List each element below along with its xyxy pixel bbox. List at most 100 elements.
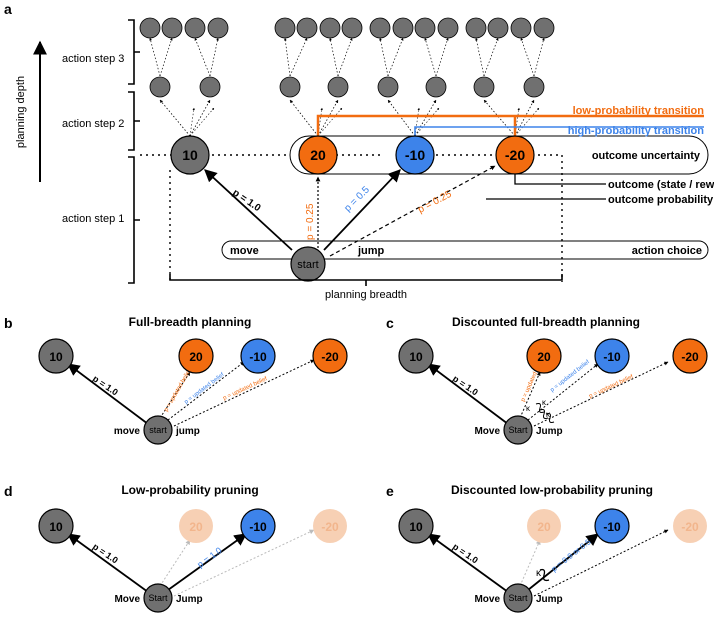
panel-b-title: Full-breadth planning [129,315,252,329]
tree-link-step3 [209,37,219,77]
panel-d-node-minus20-label: -20 [321,520,339,534]
panel-b-jump: jump [175,426,200,437]
panel-e-node-20-label: 20 [537,520,551,534]
panel-e-node-20 [527,509,561,543]
panel-c: c Discounted full-breadth planning κ κ κ… [386,315,708,445]
panel-d-node-20 [179,509,213,543]
tree-link-step2 [387,99,416,137]
panel-b-node-minus20 [312,338,348,374]
node-20 [298,135,338,175]
panel-e-kappa: κ [536,568,542,579]
tree-node-step3 [296,17,318,39]
tree-stub [317,107,343,137]
tree-link-step3 [329,37,339,77]
panel-c-belief-orange2: p = updated belief [588,374,634,400]
panel-c-kappa-1: κ [526,404,531,413]
tree-node-step3 [487,17,509,39]
panel-c-node-minus20 [672,338,708,374]
tree-node-step3 [207,17,229,39]
panel-b-label: b [4,315,13,331]
panel-d-title: Low-probability pruning [121,483,258,497]
action-choice-capsule [221,240,709,260]
panel-d-node-10-label: 10 [49,520,63,534]
panel-c-node-10 [398,338,434,374]
panel-b-node-20 [178,338,214,374]
panel-e-label: e [386,483,394,499]
tree-node-step3 [184,17,206,39]
panel-d: d Low-probability pruning p = 1.0 p = 1.… [4,483,347,613]
panel-e-node-minus20-label: -20 [681,520,699,534]
panel-d-node-minus10 [240,508,276,544]
node-10 [170,135,210,175]
node-minus20-label: -20 [505,147,525,163]
tree-link-step3 [533,37,545,77]
tree-node-step3 [319,17,341,39]
panel-e-move: Move [474,594,500,605]
legend-outcome-prob: outcome probability [608,194,714,206]
tree-stub [514,107,540,137]
tree-link-step3 [283,37,291,77]
tree-node-step3 [465,17,487,39]
tree-link-step3 [289,37,308,77]
panel-c-jump: Jump [536,426,563,437]
planning-tree [139,17,555,137]
panel-b-node-minus20-label: -20 [321,350,339,364]
panel-a-label: a [4,1,12,17]
panel-b-node-10-label: 10 [49,350,63,364]
legend-state-reward: outcome (state / reward) [608,179,714,191]
tree-link-step3 [337,37,353,77]
tree-link-step3 [435,37,449,77]
tree-node-step3 [341,17,363,39]
brace-step-3 [128,19,140,85]
panel-d-node-minus20 [313,509,347,543]
panel-c-kappa-3: κ [546,410,551,419]
tree-link-step2 [483,99,516,137]
tree-link-step3 [475,37,485,77]
tree-stub [189,107,215,137]
move-label-a: move [230,245,259,257]
panel-c-node-minus10-label: -10 [603,350,621,364]
panel-b-node-10 [38,338,74,374]
panel-e-p-blue: p = 0.9 or 0.5 [550,537,593,574]
tree-node-step2 [377,76,399,98]
legend-high-prob: high-probability transition [568,125,705,137]
tree-stub [189,107,195,137]
tree-node-step2 [425,76,447,98]
panel-e-node-minus10-label: -10 [603,520,621,534]
panel-c-node-minus20-label: -20 [681,350,699,364]
tree-link-step3 [387,37,404,77]
panel-d-node-20-label: 20 [189,520,203,534]
panel-c-title: Discounted full-breadth planning [452,315,640,329]
panel-d-move: Move [114,594,140,605]
p-move: p = 1.0 [230,187,263,214]
panel-b-node-20-label: 20 [189,350,203,364]
panel-b-start-label: start [149,425,167,435]
tree-link-step2 [289,99,319,137]
panel-e-node-10-label: 10 [409,520,423,534]
brace-step-2 [128,91,140,151]
panel-d-start-label: Start [148,593,168,603]
panel-e-node-minus20 [673,509,707,543]
jump-label-a: jump [357,245,385,257]
panel-b-belief-orange2: p = updated belief [222,376,268,402]
panel-e-jump: Jump [536,594,563,605]
panel-e-node-minus10 [594,508,630,544]
planning-breadth-label: planning breadth [325,289,407,301]
tree-node-step2 [279,76,301,98]
panel-e: e Discounted low-probability pruning κ p… [386,483,707,613]
tree-link-step2 [414,99,437,137]
action-choice-label: action choice [632,245,702,257]
panel-b-node-minus10-label: -10 [249,350,267,364]
step-1-label: action step 1 [62,213,124,225]
planning-breadth-brace [169,274,563,286]
node-minus10 [395,135,435,175]
panel-c-label: c [386,315,394,331]
panel-d-node-start [143,583,173,613]
p-blue: p = 0.5 [342,184,372,214]
tree-stub [414,107,440,137]
tree-node-step3 [392,17,414,39]
panel-c-node-20 [526,338,562,374]
tree-link-step3 [483,37,499,77]
node-minus10-label: -10 [405,147,425,163]
